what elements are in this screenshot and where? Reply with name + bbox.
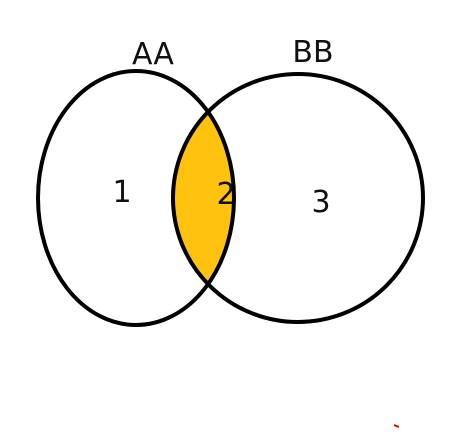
stray-red-mark [393,424,400,428]
set-aa-circle [36,69,236,327]
set-bb-label: BB [292,35,333,70]
region-1-label: 1 [112,175,131,210]
set-aa-label: AA [132,37,174,72]
region-2-label: 2 [216,177,235,212]
region-3-label: 3 [311,185,330,220]
set-bb-circle [171,72,425,324]
